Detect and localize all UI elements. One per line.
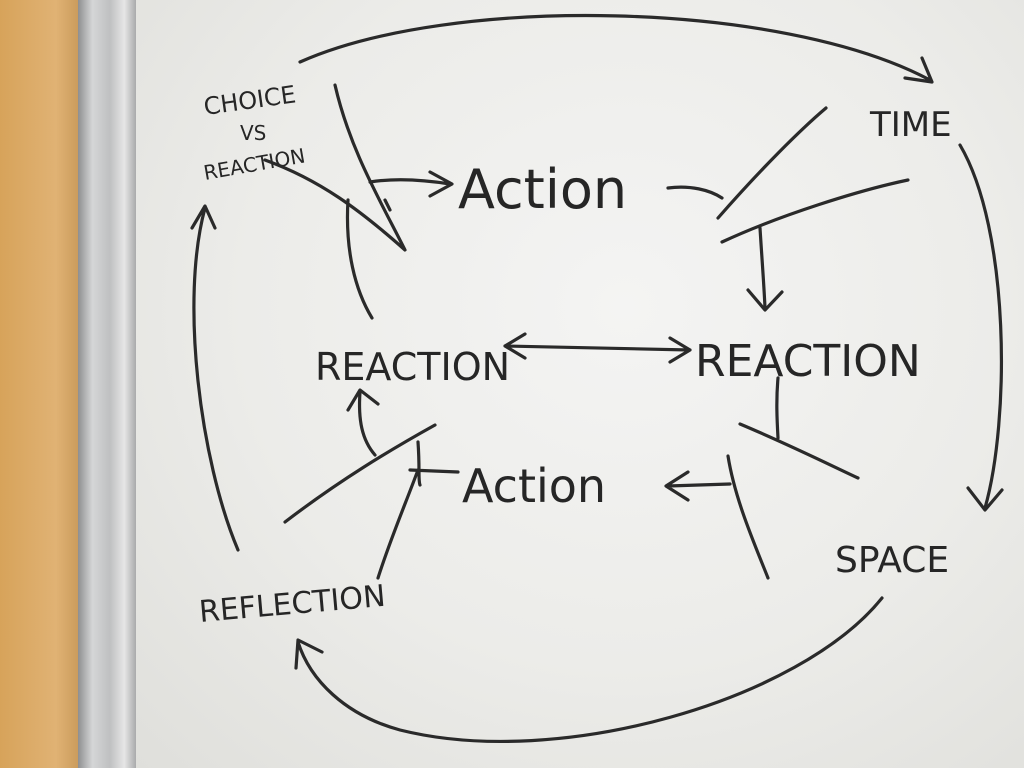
space-line-upper	[775, 376, 780, 440]
arrow-choice-to-time	[298, 13, 934, 84]
node-reaction-right: REACTION	[695, 336, 921, 387]
space-line-lower	[738, 422, 860, 480]
node-action-bottom: Action	[462, 459, 606, 513]
time-line-lower	[720, 178, 910, 244]
arrow-choice-to-action	[368, 170, 454, 198]
node-space: SPACE	[835, 540, 949, 581]
arrow-space-to-reflection	[294, 596, 884, 743]
arrow-space-to-action-bottom	[664, 454, 770, 580]
choice-label: CHOICE	[202, 80, 298, 121]
action-bottom-stroke	[408, 440, 460, 487]
node-time: TIME	[869, 105, 952, 145]
node-reflection: REFLECTION	[198, 579, 387, 630]
node-action-top: Action	[458, 158, 627, 221]
time-line-upper	[716, 106, 828, 220]
node-reaction-left: REACTION	[315, 345, 510, 389]
arrow-action-to-reaction-right	[746, 226, 784, 312]
line-choice-to-reaction	[345, 198, 374, 320]
reflection-line-upper	[283, 423, 437, 524]
wall	[0, 0, 80, 768]
reflection-line-lower	[376, 468, 420, 580]
choice-wedge	[263, 83, 407, 252]
action-tail	[666, 185, 724, 200]
arrow-time-to-space	[958, 143, 1004, 512]
reaction-label-small: REACTION	[202, 143, 307, 184]
double-arrow-reactions	[503, 332, 692, 364]
whiteboard	[136, 0, 1024, 768]
arrow-reflection-to-choice	[190, 204, 240, 552]
whiteboard-frame	[78, 0, 136, 768]
vs-label: VS	[240, 121, 266, 145]
arrow-to-reaction-left	[346, 388, 380, 457]
